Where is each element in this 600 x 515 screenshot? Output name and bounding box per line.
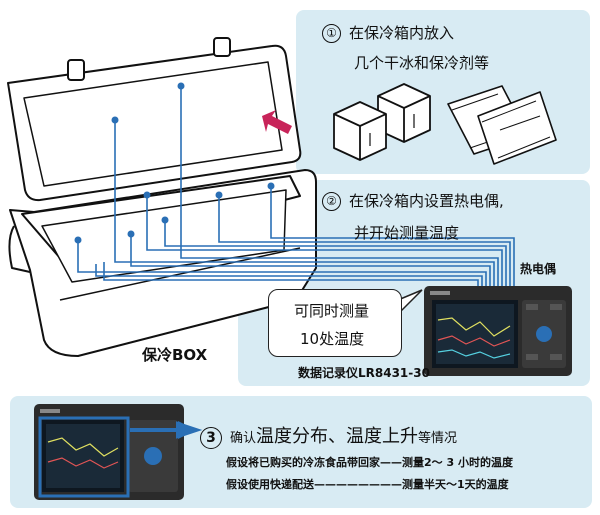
thermocouple-tips bbox=[74, 82, 275, 244]
logger-label: 数据记录仪LR8431-30 bbox=[298, 366, 430, 380]
bubble-line2: 10处温度 bbox=[300, 330, 365, 348]
dry-ice-icon bbox=[333, 83, 431, 161]
step3-suffix: 等情况 bbox=[418, 431, 458, 446]
speech-bubble bbox=[268, 289, 402, 357]
step1-number: ① bbox=[322, 24, 341, 43]
box-label: 保冷BOX bbox=[142, 346, 208, 364]
step3-title: 温度分布、温度上升 bbox=[256, 426, 419, 447]
step3-number: 3 bbox=[200, 426, 222, 449]
step2-line2: 并开始测量温度 bbox=[354, 224, 460, 242]
step3-title-line: 3 确认温度分布、温度上升等情况 bbox=[200, 422, 457, 449]
step3-prefix: 确认 bbox=[230, 431, 257, 446]
ice-pack-icon bbox=[447, 85, 557, 165]
step3-note1: 假设将已购买的冷冻食品带回家——测量2～ 3 小时的温度 bbox=[226, 456, 513, 469]
thermocouple-wires bbox=[77, 86, 515, 286]
bubble-line1: 可同时测量 bbox=[294, 302, 370, 320]
pointer-arrow bbox=[262, 110, 292, 134]
thermocouple-label: 热电偶 bbox=[520, 262, 557, 276]
step1-line1: ① 在保冷箱内放入 bbox=[322, 22, 454, 43]
step2-line1: ② 在保冷箱内设置热电偶, bbox=[322, 190, 504, 211]
step1-line1-text: 在保冷箱内放入 bbox=[349, 24, 455, 42]
step3-note2: 假设使用快递配送————————测量半天～1天的温度 bbox=[226, 478, 509, 491]
step3-arrow bbox=[130, 421, 203, 439]
cooler-box-illustration bbox=[7, 37, 317, 357]
step2-number: ② bbox=[322, 192, 341, 211]
data-logger-small bbox=[34, 404, 184, 500]
step2-line1-text: 在保冷箱内设置热电偶, bbox=[349, 192, 504, 210]
data-logger-device bbox=[424, 286, 572, 376]
step1-line2: 几个干冰和保冷剂等 bbox=[354, 54, 490, 72]
